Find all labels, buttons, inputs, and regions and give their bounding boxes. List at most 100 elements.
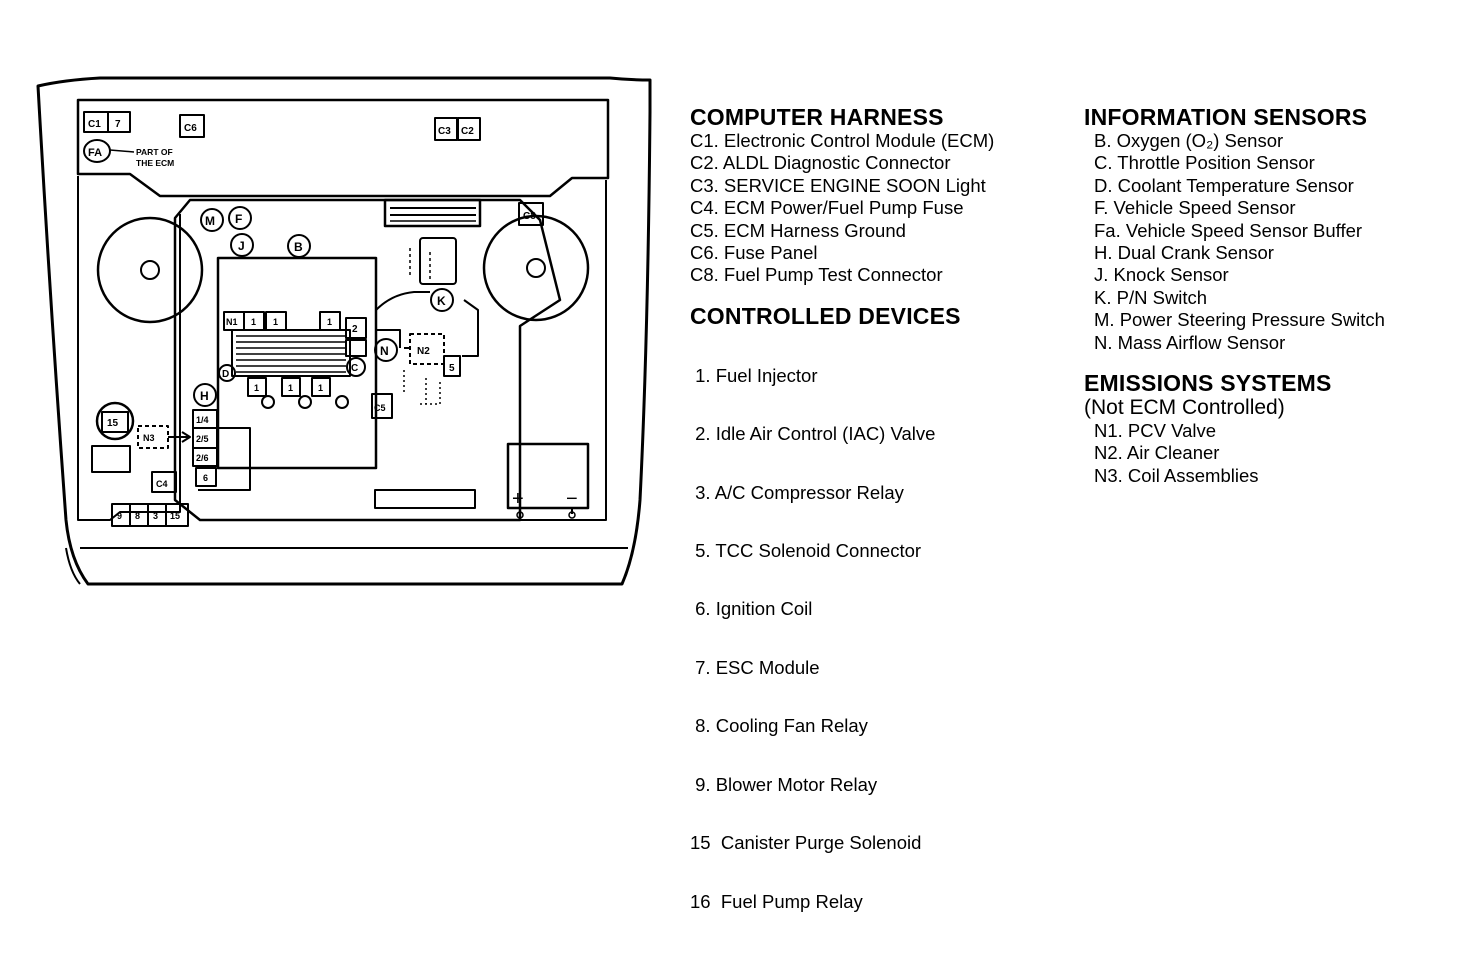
list-item: 2. Idle Air Control (IAC) Valve	[690, 423, 936, 445]
list-item: 6. Ignition Coil	[690, 598, 813, 620]
emissions-systems-list: N1. PCV Valve N2. Air Cleaner N3. Coil A…	[1084, 420, 1385, 487]
callout-n	[374, 338, 398, 362]
svg-text:15: 15	[107, 418, 119, 429]
controlled-devices-heading: CONTROLLED DEVICES	[690, 302, 961, 329]
list-item: B. Oxygen (O₂) Sensor	[1094, 130, 1284, 151]
controlled-devices-section: CONTROLLED DEVICES 1. Fuel Injector 2. I…	[690, 303, 994, 949]
svg-text:C8: C8	[523, 211, 536, 222]
relay-15	[165, 503, 189, 527]
connector-c8	[518, 202, 544, 226]
information-sensors-heading: INFORMATION SENSORS	[1084, 104, 1368, 130]
list-item: N3. Coil Assemblies	[1094, 464, 1259, 486]
fa-note-line-2: THE ECM	[136, 158, 174, 168]
ignition-coil-6	[195, 467, 217, 487]
svg-text:2/5: 2/5	[196, 434, 209, 444]
injector-bottom-2	[281, 377, 301, 397]
svg-text:8: 8	[135, 511, 140, 521]
svg-text:M: M	[205, 214, 215, 228]
emissions-systems-heading: EMISSIONS SYSTEMS	[1084, 370, 1332, 397]
list-item: M. Power Steering Pressure Switch	[1094, 309, 1385, 331]
computer-harness-list: C1. Electronic Control Module (ECM) C2. …	[690, 130, 994, 287]
emissions-systems-section: EMISSIONS SYSTEMS (Not ECM Controlled) N…	[1084, 370, 1385, 487]
firewall-outline	[76, 98, 610, 198]
plenum-fins	[236, 335, 346, 373]
coil-assemblies-n3	[137, 425, 169, 449]
list-item: 5. TCC Solenoid Connector	[690, 540, 922, 562]
svg-text:15: 15	[170, 511, 180, 521]
left-strut-tower	[96, 216, 204, 324]
svg-text:C5: C5	[374, 403, 386, 413]
coil-bracket	[198, 427, 251, 491]
list-item: C2. ALDL Diagnostic Connector	[690, 152, 951, 174]
canister-body	[91, 445, 131, 473]
list-item: N2. Air Cleaner	[1094, 442, 1220, 464]
connector-c2	[457, 117, 481, 141]
list-item: 1. Fuel Injector	[690, 364, 818, 386]
svg-text:FA: FA	[88, 147, 102, 159]
hose-right	[375, 291, 479, 357]
svg-text:B: B	[294, 240, 303, 254]
left-fender	[77, 176, 181, 521]
list-item: 9. Blower Motor Relay	[690, 773, 878, 795]
list-item: N1. PCV Valve	[1094, 420, 1217, 442]
svg-text:1: 1	[288, 383, 293, 393]
list-item: 8. Cooling Fan Relay	[690, 715, 868, 737]
svg-text:C2: C2	[461, 126, 474, 137]
svg-text:1: 1	[327, 317, 332, 327]
list-item: K. P/N Switch	[1094, 286, 1208, 308]
list-item: N. Mass Airflow Sensor	[1094, 331, 1286, 353]
bumper-line	[65, 547, 81, 585]
tcc-connector-5	[443, 355, 461, 377]
iac-valve	[345, 317, 367, 339]
injector-bottom-1	[247, 377, 267, 397]
callout-h	[193, 383, 217, 407]
fa-note-line-1: PART OF	[136, 147, 173, 157]
callout-f	[228, 206, 252, 230]
connector-c6	[179, 114, 205, 138]
svg-text:1: 1	[251, 317, 256, 327]
list-item: C4. ECM Power/Fuel Pump Fuse	[690, 197, 964, 219]
svg-text:2: 2	[352, 324, 358, 335]
list-item: Fa. Vehicle Speed Sensor Buffer	[1094, 219, 1363, 241]
svg-text:5: 5	[449, 363, 455, 374]
svg-text:C3: C3	[438, 126, 451, 137]
svg-text:N: N	[380, 344, 389, 358]
list-item: C3. SERVICE ENGINE SOON Light	[690, 174, 986, 196]
list-item: C8. Fuel Pump Test Connector	[690, 264, 943, 286]
legend-left-column: COMPUTER HARNESS C1. Electronic Control …	[690, 104, 994, 958]
computer-harness-section: COMPUTER HARNESS C1. Electronic Control …	[690, 104, 994, 287]
car-body-outline	[36, 76, 652, 586]
svg-text:6: 6	[203, 473, 208, 483]
ground-c5	[371, 393, 393, 419]
svg-text:C: C	[351, 363, 358, 374]
svg-text:N2: N2	[417, 346, 430, 357]
svg-text:H: H	[200, 389, 209, 403]
canister-15	[101, 411, 129, 433]
list-item: C6. Fuse Panel	[690, 242, 818, 264]
svg-text:2/6: 2/6	[196, 453, 209, 463]
list-item: 16 Fuel Pump Relay	[690, 890, 863, 912]
information-sensors-section: INFORMATION SENSORS B. Oxygen (O₂) Senso…	[1084, 104, 1385, 354]
callout-j	[230, 233, 254, 257]
injector-bottom-3	[311, 377, 331, 397]
svg-text:F: F	[235, 212, 242, 226]
list-item: C5. ECM Harness Ground	[690, 219, 906, 241]
list-item: 3. A/C Compressor Relay	[690, 481, 904, 503]
svg-text:7: 7	[115, 119, 121, 130]
list-item: C. Throttle Position Sensor	[1094, 152, 1315, 174]
injector-top-2	[265, 311, 287, 331]
list-item: 7. ESC Module	[690, 656, 820, 678]
svg-text:9: 9	[117, 511, 122, 521]
svg-text:D: D	[222, 369, 229, 380]
svg-text:C1: C1	[88, 119, 101, 130]
callout-c	[346, 357, 366, 377]
list-item: F. Vehicle Speed Sensor	[1094, 197, 1296, 219]
right-strut-center	[526, 258, 546, 278]
left-strut-center	[140, 260, 160, 280]
battery-negative: −	[566, 488, 578, 510]
svg-text:N3: N3	[143, 433, 155, 443]
throttle-body	[419, 237, 457, 285]
legend-right-column: INFORMATION SENSORS B. Oxygen (O₂) Senso…	[1084, 104, 1385, 496]
list-item: D. Coolant Temperature Sensor	[1094, 174, 1354, 196]
svg-text:K: K	[437, 294, 446, 308]
